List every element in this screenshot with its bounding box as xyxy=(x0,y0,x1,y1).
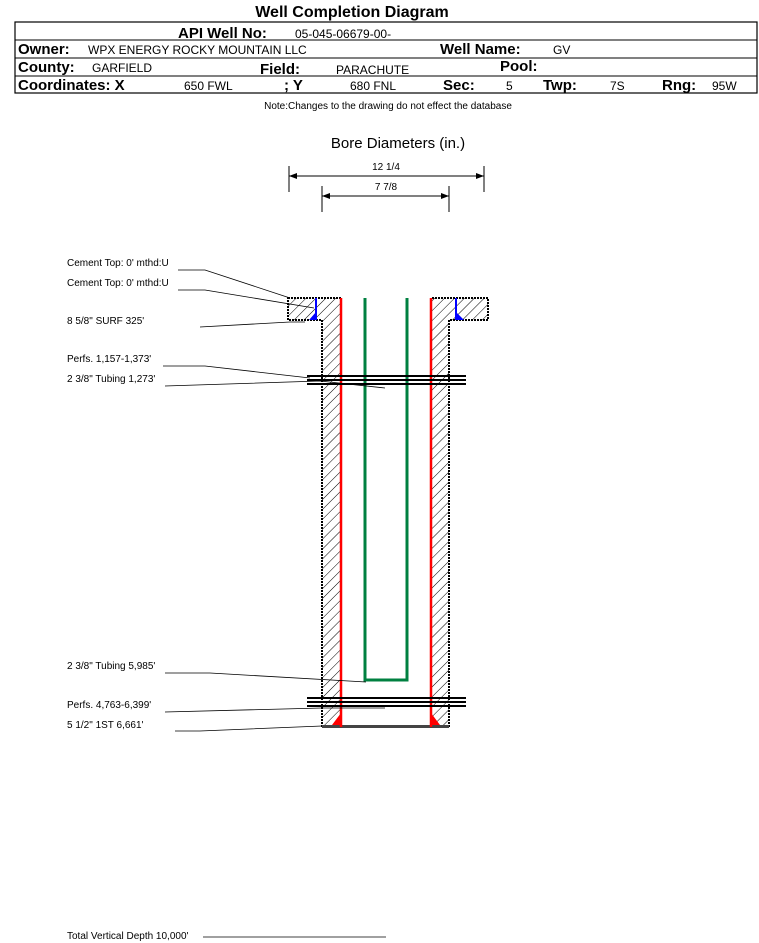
field-value: PARACHUTE xyxy=(336,63,409,77)
coord-y-value: 680 FNL xyxy=(350,79,396,93)
perfs-label: Perfs. 4,763-6,399' xyxy=(67,700,151,711)
well-name-value: GV xyxy=(553,43,570,57)
well-name-label: Well Name: xyxy=(440,41,521,58)
api-value: 05-045-06679-00- xyxy=(295,27,391,41)
cement-top-label: Cement Top: 0' mthd:U xyxy=(67,278,169,289)
perfs-label: Perfs. 1,157-1,373' xyxy=(67,354,151,365)
twp-label: Twp: xyxy=(543,77,577,94)
cement-top-label: Cement Top: 0' mthd:U xyxy=(67,258,169,269)
twp-value: 7S xyxy=(610,79,625,93)
rng-label: Rng: xyxy=(662,77,696,94)
field-label: Field: xyxy=(260,61,300,78)
coord-x-value: 650 FWL xyxy=(184,79,233,93)
wellbore xyxy=(287,297,489,728)
rng-value: 95W xyxy=(712,79,737,93)
owner-value: WPX ENERGY ROCKY MOUNTAIN LLC xyxy=(88,43,307,57)
bore-title: Bore Diameters (in.) xyxy=(331,135,465,152)
production-casing-label: 5 1/2" 1ST 6,661' xyxy=(67,720,144,731)
county-label: County: xyxy=(18,59,75,76)
surface-casing-label: 8 5/8" SURF 325' xyxy=(67,316,144,327)
note-text: Note:Changes to the drawing do not effec… xyxy=(264,101,512,112)
bore-dimension-1: 12 1/4 xyxy=(288,162,485,192)
api-label: API Well No: xyxy=(178,25,267,42)
county-value: GARFIELD xyxy=(92,61,152,75)
tvd-label: Total Vertical Depth 10,000' xyxy=(67,931,189,942)
tubing-label: 2 3/8" Tubing 5,985' xyxy=(67,661,155,672)
bore-dimension-2: 7 7/8 xyxy=(321,182,450,212)
annotations: Cement Top: 0' mthd:U Cement Top: 0' mth… xyxy=(67,258,386,942)
tubing-label: 2 3/8" Tubing 1,273' xyxy=(67,374,155,385)
owner-label: Owner: xyxy=(18,41,70,58)
header-table: API Well No: 05-045-06679-00- Owner: WPX… xyxy=(14,21,758,94)
sec-label: Sec: xyxy=(443,77,475,94)
pool-label: Pool: xyxy=(500,58,538,75)
bore-diameter-label: 12 1/4 xyxy=(372,162,400,173)
page-title: Well Completion Diagram xyxy=(255,4,449,21)
bore-diameter-label: 7 7/8 xyxy=(375,182,398,193)
coord-x-label: Coordinates: X xyxy=(18,77,125,94)
coord-y-label: ; Y xyxy=(284,77,303,94)
sec-value: 5 xyxy=(506,79,513,93)
